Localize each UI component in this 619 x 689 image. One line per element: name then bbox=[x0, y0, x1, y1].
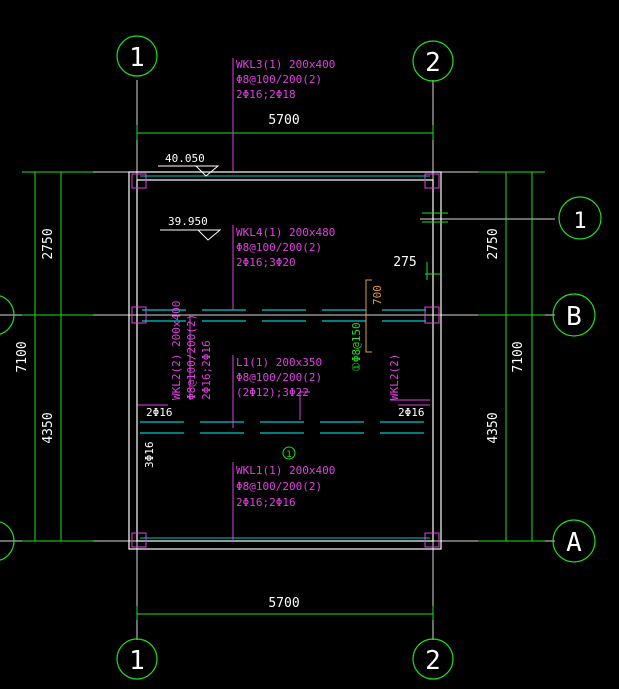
wkl3-bars: 2Φ16;2Φ18 bbox=[236, 88, 296, 101]
beam-lines bbox=[140, 309, 430, 434]
elevation-roof-symbol bbox=[158, 165, 220, 177]
axis-bubble-bottom-2 bbox=[412, 638, 454, 680]
beam-edge-lines bbox=[140, 175, 430, 539]
dimension-lines bbox=[22, 125, 545, 620]
beam-annotations: WKL3(1) 200x400 Φ8@100/200(2) 2Φ16;2Φ18 … bbox=[170, 58, 401, 509]
column-2-a bbox=[424, 532, 440, 548]
axis-bubble-right-a bbox=[552, 519, 596, 563]
l1-name: L1(1) 200x350 bbox=[236, 356, 322, 369]
beam-leaders bbox=[138, 58, 430, 541]
axis-bubble-left-b-cut bbox=[0, 295, 15, 335]
l1-stirrup: Φ8@100/200(2) bbox=[236, 371, 322, 384]
slab-note-text: ①Φ8@150 bbox=[350, 322, 363, 372]
axis-bubbles bbox=[0, 35, 602, 680]
wkl3-stirrup: Φ8@100/200(2) bbox=[236, 73, 322, 86]
axis-bubble-labels: 1 2 1 2 1 B A bbox=[129, 43, 586, 676]
dim-top-span: 5700 bbox=[268, 113, 299, 128]
dim-700: 700 bbox=[371, 285, 384, 305]
dimension-text: 5700 5700 275 2750 4350 7100 2750 4350 7… bbox=[15, 113, 526, 611]
leader-l1-hook bbox=[299, 391, 310, 420]
axis-bubble-top-2 bbox=[412, 40, 454, 82]
axis-bubble-left-a-cut bbox=[0, 521, 15, 561]
wkl1-name: WKL1(1) 200x400 bbox=[236, 464, 335, 477]
axis-label-bottom-2: 2 bbox=[425, 646, 441, 676]
dim-275: 275 bbox=[393, 255, 416, 270]
slab-inner-edge bbox=[136, 179, 434, 542]
right-bar-label: 2Φ16 bbox=[398, 406, 425, 419]
elevation-text: 40.050 39.950 bbox=[165, 152, 208, 228]
axis-bubble-bottom-1 bbox=[116, 638, 158, 680]
wkl4-name: WKL4(1) 200x480 bbox=[236, 226, 335, 239]
slab-note-bracket bbox=[365, 279, 372, 353]
axis-label-bottom-1: 1 bbox=[129, 646, 145, 676]
wkl4-bars: 2Φ16;3Φ20 bbox=[236, 256, 296, 269]
axis-label-right-a: A bbox=[566, 528, 582, 558]
elevation-markers bbox=[158, 165, 222, 241]
elevation-roof: 40.050 bbox=[165, 152, 205, 165]
l1-bars: (2Φ12);3Φ22 bbox=[236, 386, 309, 399]
axis-label-right-b: B bbox=[566, 302, 582, 332]
columns bbox=[131, 173, 440, 548]
wkl1-bars: 2Φ16;2Φ16 bbox=[236, 496, 296, 509]
wkl4-stirrup: Φ8@100/200(2) bbox=[236, 241, 322, 254]
elevation-lower-symbol bbox=[160, 229, 222, 241]
bar-labels: 2Φ16 2Φ16 3Φ16 bbox=[143, 406, 425, 468]
wkl2-left-stirrup: Φ8@100/200(2) bbox=[185, 314, 198, 400]
axis-label-top-1: 1 bbox=[129, 43, 145, 73]
dim-left-total: 7100 bbox=[15, 341, 30, 372]
wkl2-left-bars: 2Φ16;2Φ16 bbox=[200, 340, 213, 400]
column-1-top bbox=[131, 173, 147, 189]
dim-left-lower: 4350 bbox=[41, 412, 56, 443]
axis-bubble-right-b bbox=[552, 293, 596, 337]
wkl2-right-name: WKL2(2) bbox=[388, 354, 401, 400]
slab-outline bbox=[128, 171, 442, 550]
axis-bubble-right-1 bbox=[558, 196, 602, 240]
dim-left-upper: 2750 bbox=[41, 228, 56, 259]
column-2-top bbox=[424, 173, 440, 189]
elevation-lower: 39.950 bbox=[168, 215, 208, 228]
slab-note: ①Φ8@150 700 bbox=[350, 279, 384, 372]
circle-marker-ring bbox=[282, 446, 296, 460]
axis-bubble-top-1 bbox=[116, 35, 158, 77]
column-2-b bbox=[424, 306, 440, 324]
circle-marker-text: 1 bbox=[286, 450, 291, 460]
wkl1-stirrup: Φ8@100/200(2) bbox=[236, 480, 322, 493]
circle-marker: 1 bbox=[282, 446, 296, 460]
axis-label-right-1: 1 bbox=[573, 209, 586, 234]
side-bar-label: 3Φ16 bbox=[143, 442, 156, 469]
left-bar-label: 2Φ16 bbox=[146, 406, 173, 419]
column-1-b bbox=[131, 306, 147, 324]
dim-right-upper: 2750 bbox=[486, 228, 501, 259]
column-1-a bbox=[131, 532, 147, 548]
dim-bottom-span: 5700 bbox=[268, 596, 299, 611]
wkl2-left-name: WKL2(2) 200x400 bbox=[170, 301, 183, 400]
axis-label-top-2: 2 bbox=[425, 48, 441, 78]
slab-outer-edge bbox=[128, 171, 442, 550]
dim-right-total: 7100 bbox=[511, 341, 526, 372]
dim-right-lower: 4350 bbox=[486, 412, 501, 443]
wkl3-name: WKL3(1) 200x400 bbox=[236, 58, 335, 71]
